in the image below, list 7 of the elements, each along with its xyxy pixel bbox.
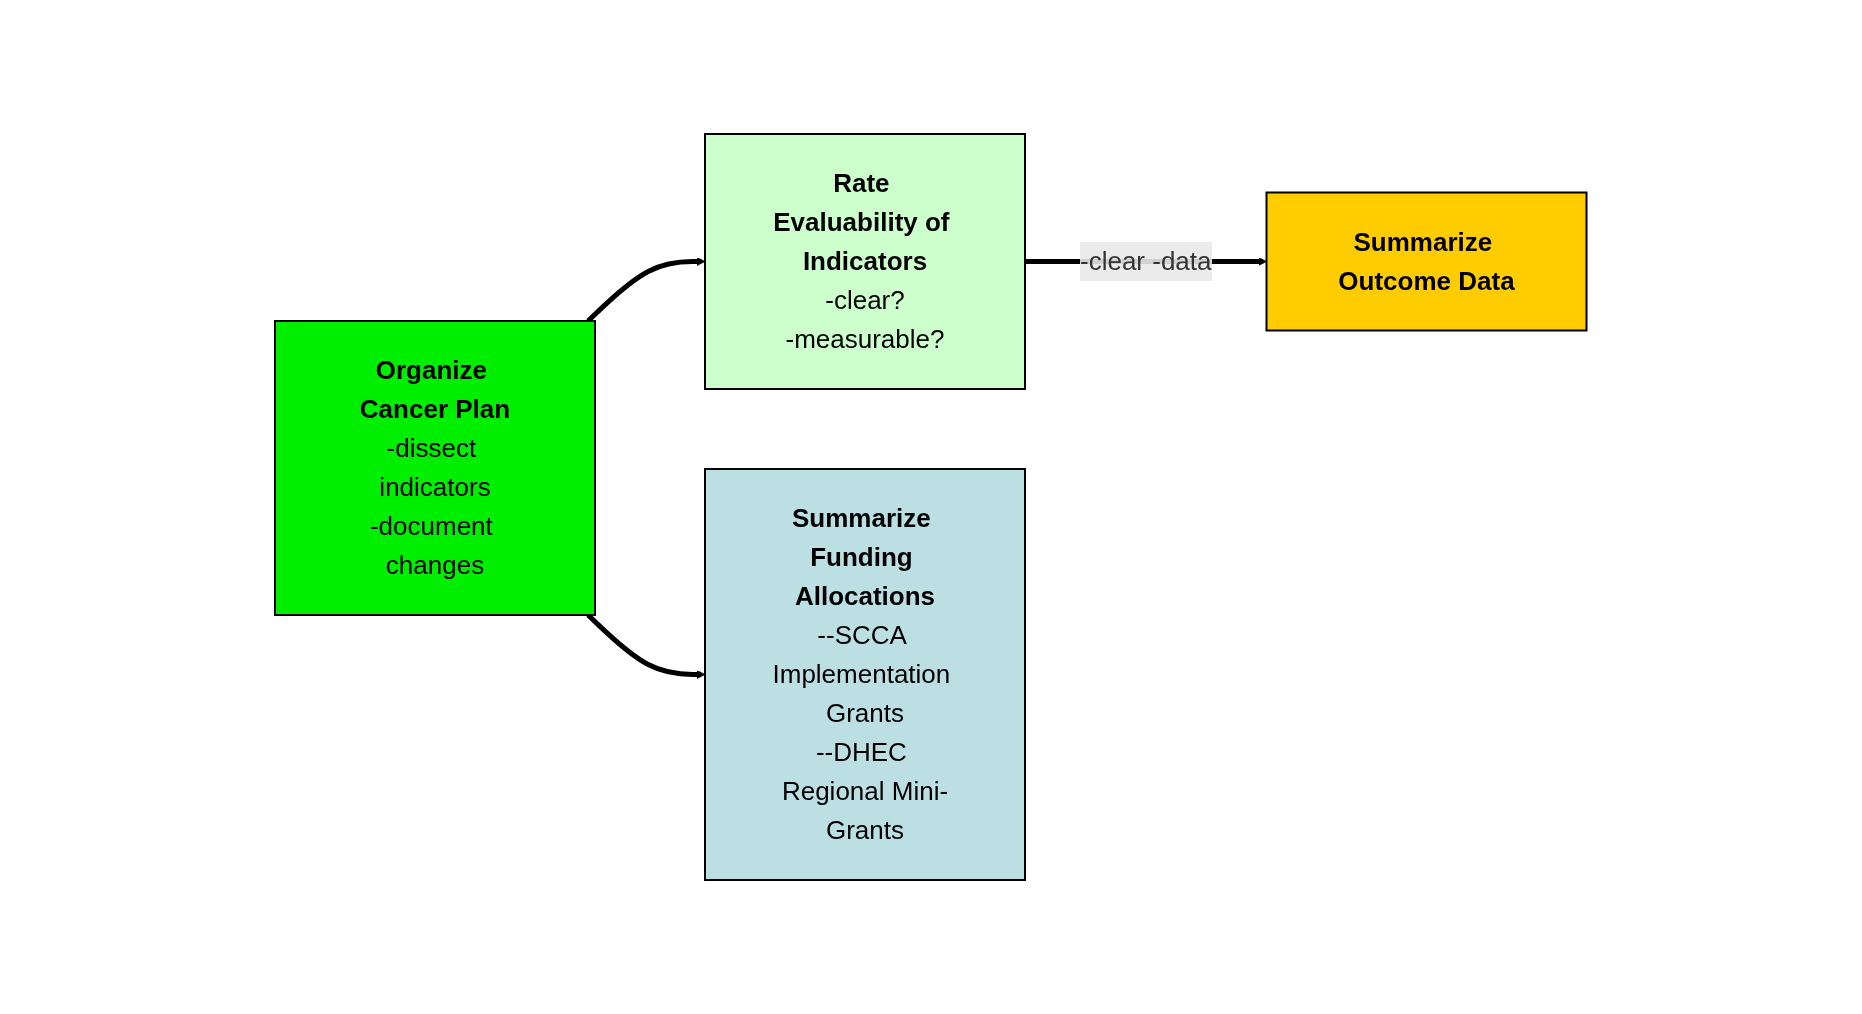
node-box: Summarize Outcome Data xyxy=(1265,191,1588,332)
node-box: Summarize Funding Allocations --SCCA Implementation Grants --DHEC Regional Mini-Grants xyxy=(704,468,1027,881)
arrow xyxy=(586,613,706,679)
arrow xyxy=(586,257,706,323)
node-box: Organize Cancer Plan -dissect indicators -document changes xyxy=(274,320,597,616)
edge-label: -clear -data xyxy=(1080,246,1212,276)
node-box: Rate Evaluability of Indicators -clear? -measurable? xyxy=(704,133,1027,390)
